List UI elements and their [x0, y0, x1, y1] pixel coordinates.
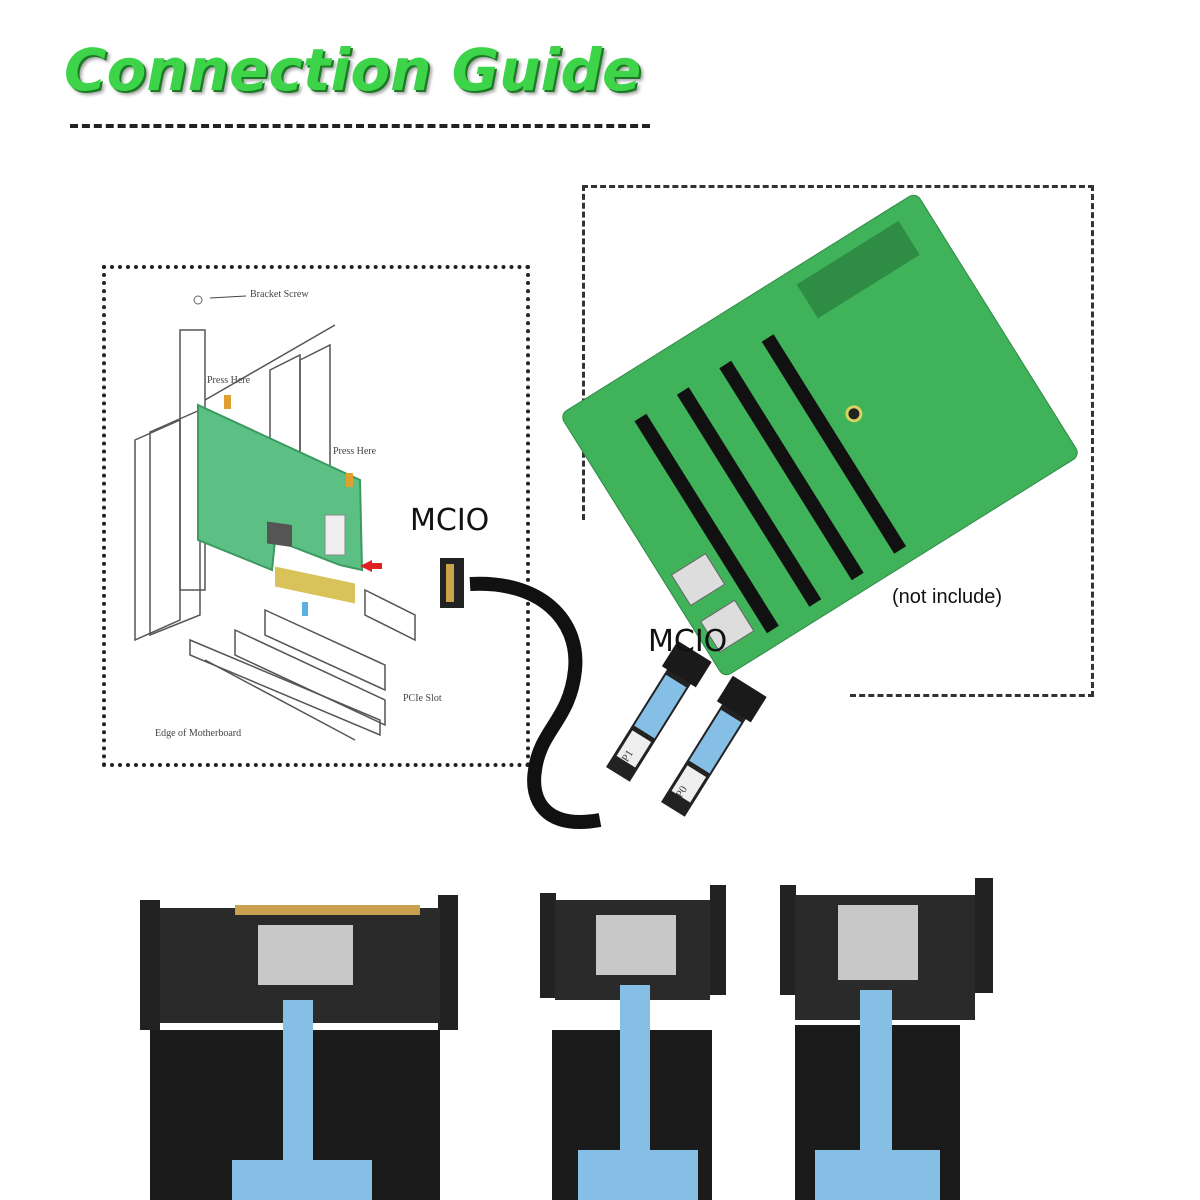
- mcio-port: [324, 514, 346, 556]
- connector-closeup-3: [780, 878, 993, 1200]
- title-divider: [70, 124, 650, 128]
- press-tab-icon: [224, 395, 231, 409]
- gold-fingers: [275, 566, 355, 604]
- riser-board-frame-bottom: [850, 694, 1094, 697]
- mcio-device-connector-p1: [606, 640, 712, 782]
- mcio-cable: [469, 576, 602, 829]
- page-title: Connection Guide: [64, 36, 642, 104]
- connector-closeup-1: [140, 895, 458, 1200]
- riser-board: [562, 194, 1078, 676]
- press-tab-icon: [346, 473, 353, 487]
- mcio-device-connector-p0: [661, 675, 767, 817]
- pcie-card: [197, 403, 364, 572]
- connector-closeup-2: [540, 885, 726, 1200]
- riser-board-frame: [582, 185, 1094, 697]
- not-included-note: (not include): [892, 586, 1003, 608]
- chip: [267, 521, 292, 548]
- label-mcio-device: MCIO: [648, 624, 728, 659]
- label-press-here-2: Press Here: [333, 446, 377, 457]
- screw-icon: [193, 295, 203, 305]
- label-mcio-host: MCIO: [410, 503, 490, 538]
- label-pcie-slot: PCIe Slot: [403, 693, 442, 704]
- label-edge-of-motherboard: Edge of Motherboard: [155, 728, 242, 739]
- red-arrow-icon: [360, 560, 372, 572]
- label-press-here-1: Press Here: [207, 375, 251, 386]
- riser-board-frame-left: [582, 185, 585, 520]
- pcie-install-diagram-frame: [102, 265, 530, 767]
- label-bracket-screw: Bracket Screw: [250, 289, 309, 300]
- down-arrow-icon: [302, 602, 308, 616]
